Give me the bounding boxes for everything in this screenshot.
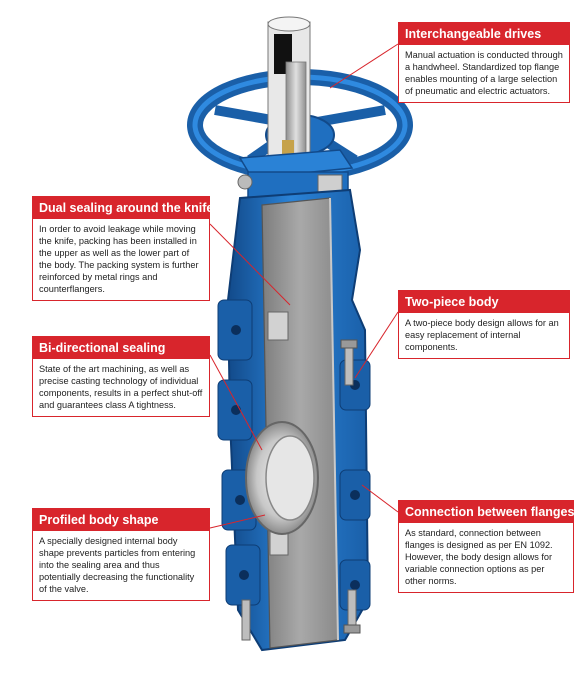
callout-profiled-body: Profiled body shape A specially designed… <box>32 508 210 601</box>
body-bolts <box>241 339 361 641</box>
callout-text: In order to avoid leakage while moving t… <box>39 224 199 294</box>
callout-title: Connection between flanges <box>399 501 574 523</box>
callout-title: Dual sealing around the knife <box>33 197 213 219</box>
callout-dual-sealing: Dual sealing around the knife In order t… <box>32 196 213 301</box>
callout-text: State of the art machining, as well as p… <box>39 364 203 410</box>
callout-text: Manual actuation is conducted through a … <box>405 50 563 96</box>
callout-interchangeable-drives: Interchangeable drives Manual actuation … <box>398 22 570 103</box>
knife-gate <box>261 197 339 649</box>
callout-bi-directional: Bi-directional sealing State of the art … <box>32 336 210 417</box>
bore-opening <box>245 421 319 535</box>
callout-title: Profiled body shape <box>33 509 209 531</box>
callout-text: As standard, connection between flanges … <box>405 528 553 586</box>
callout-text: A specially designed internal body shape… <box>39 536 196 594</box>
leader-lines <box>209 43 399 529</box>
callout-text: A two-piece body design allows for an ea… <box>405 318 559 352</box>
callout-title: Bi-directional sealing <box>33 337 209 359</box>
callout-connection-flanges: Connection between flanges As standard, … <box>398 500 574 593</box>
callout-title: Two-piece body <box>399 291 569 313</box>
callout-two-piece-body: Two-piece body A two-piece body design a… <box>398 290 570 359</box>
callout-title: Interchangeable drives <box>399 23 569 45</box>
